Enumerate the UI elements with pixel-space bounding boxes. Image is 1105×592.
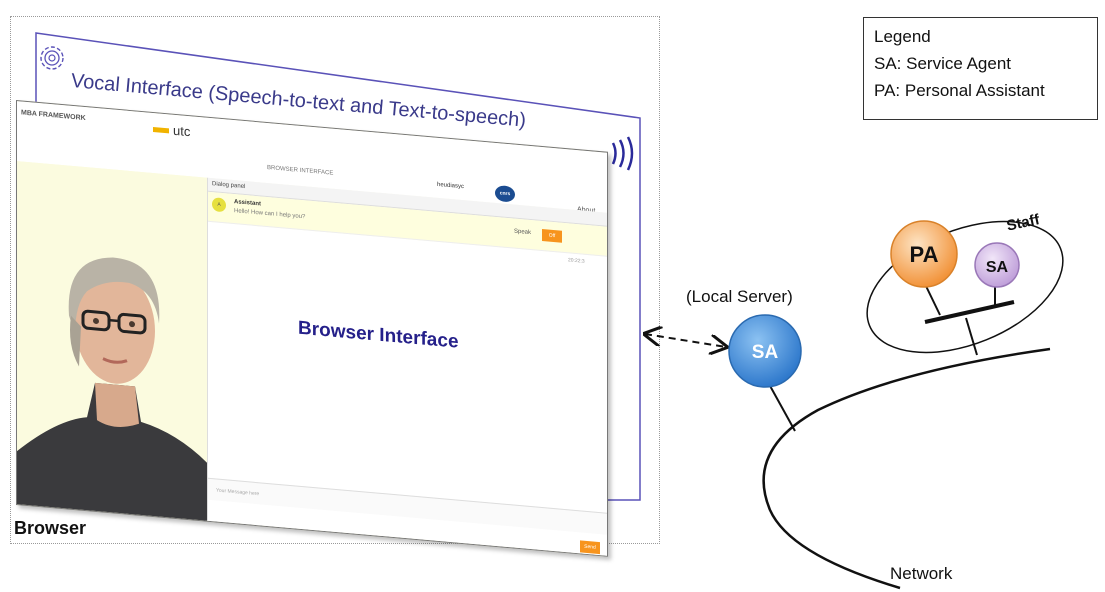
browser-interface-screenshot: MBA FRAMEWORK utc BROWSER INTERFACE heud… <box>16 100 608 557</box>
pa-node <box>890 220 958 288</box>
pa-text: PA <box>910 242 939 267</box>
network-label: Network <box>890 564 953 583</box>
staff-sa-text: SA <box>986 259 1009 276</box>
avatar-illustration <box>17 257 207 523</box>
staff-sa-node <box>974 242 1020 288</box>
local-sa-link <box>768 383 796 432</box>
staff-bus <box>924 300 1015 324</box>
avatar-panel <box>17 161 207 523</box>
staff-group <box>866 220 1064 354</box>
legend-item-pa: PA: Personal Assistant <box>874 81 1045 100</box>
local-sa-text: SA <box>752 342 779 363</box>
local-sa-node <box>728 314 802 388</box>
local-server-label: (Local Server) <box>686 287 793 306</box>
pa-link <box>924 283 941 316</box>
legend-item-sa: SA: Service Agent <box>874 54 1012 73</box>
network-curve <box>762 347 1051 590</box>
local-server-connector <box>645 334 726 347</box>
legend-title: Legend <box>874 27 931 46</box>
legend: Legend SA: Service Agent PA: Personal As… <box>863 17 1098 120</box>
browser-frame <box>10 16 660 544</box>
browser-label: Browser <box>14 518 87 538</box>
staff-network-link <box>965 317 978 356</box>
